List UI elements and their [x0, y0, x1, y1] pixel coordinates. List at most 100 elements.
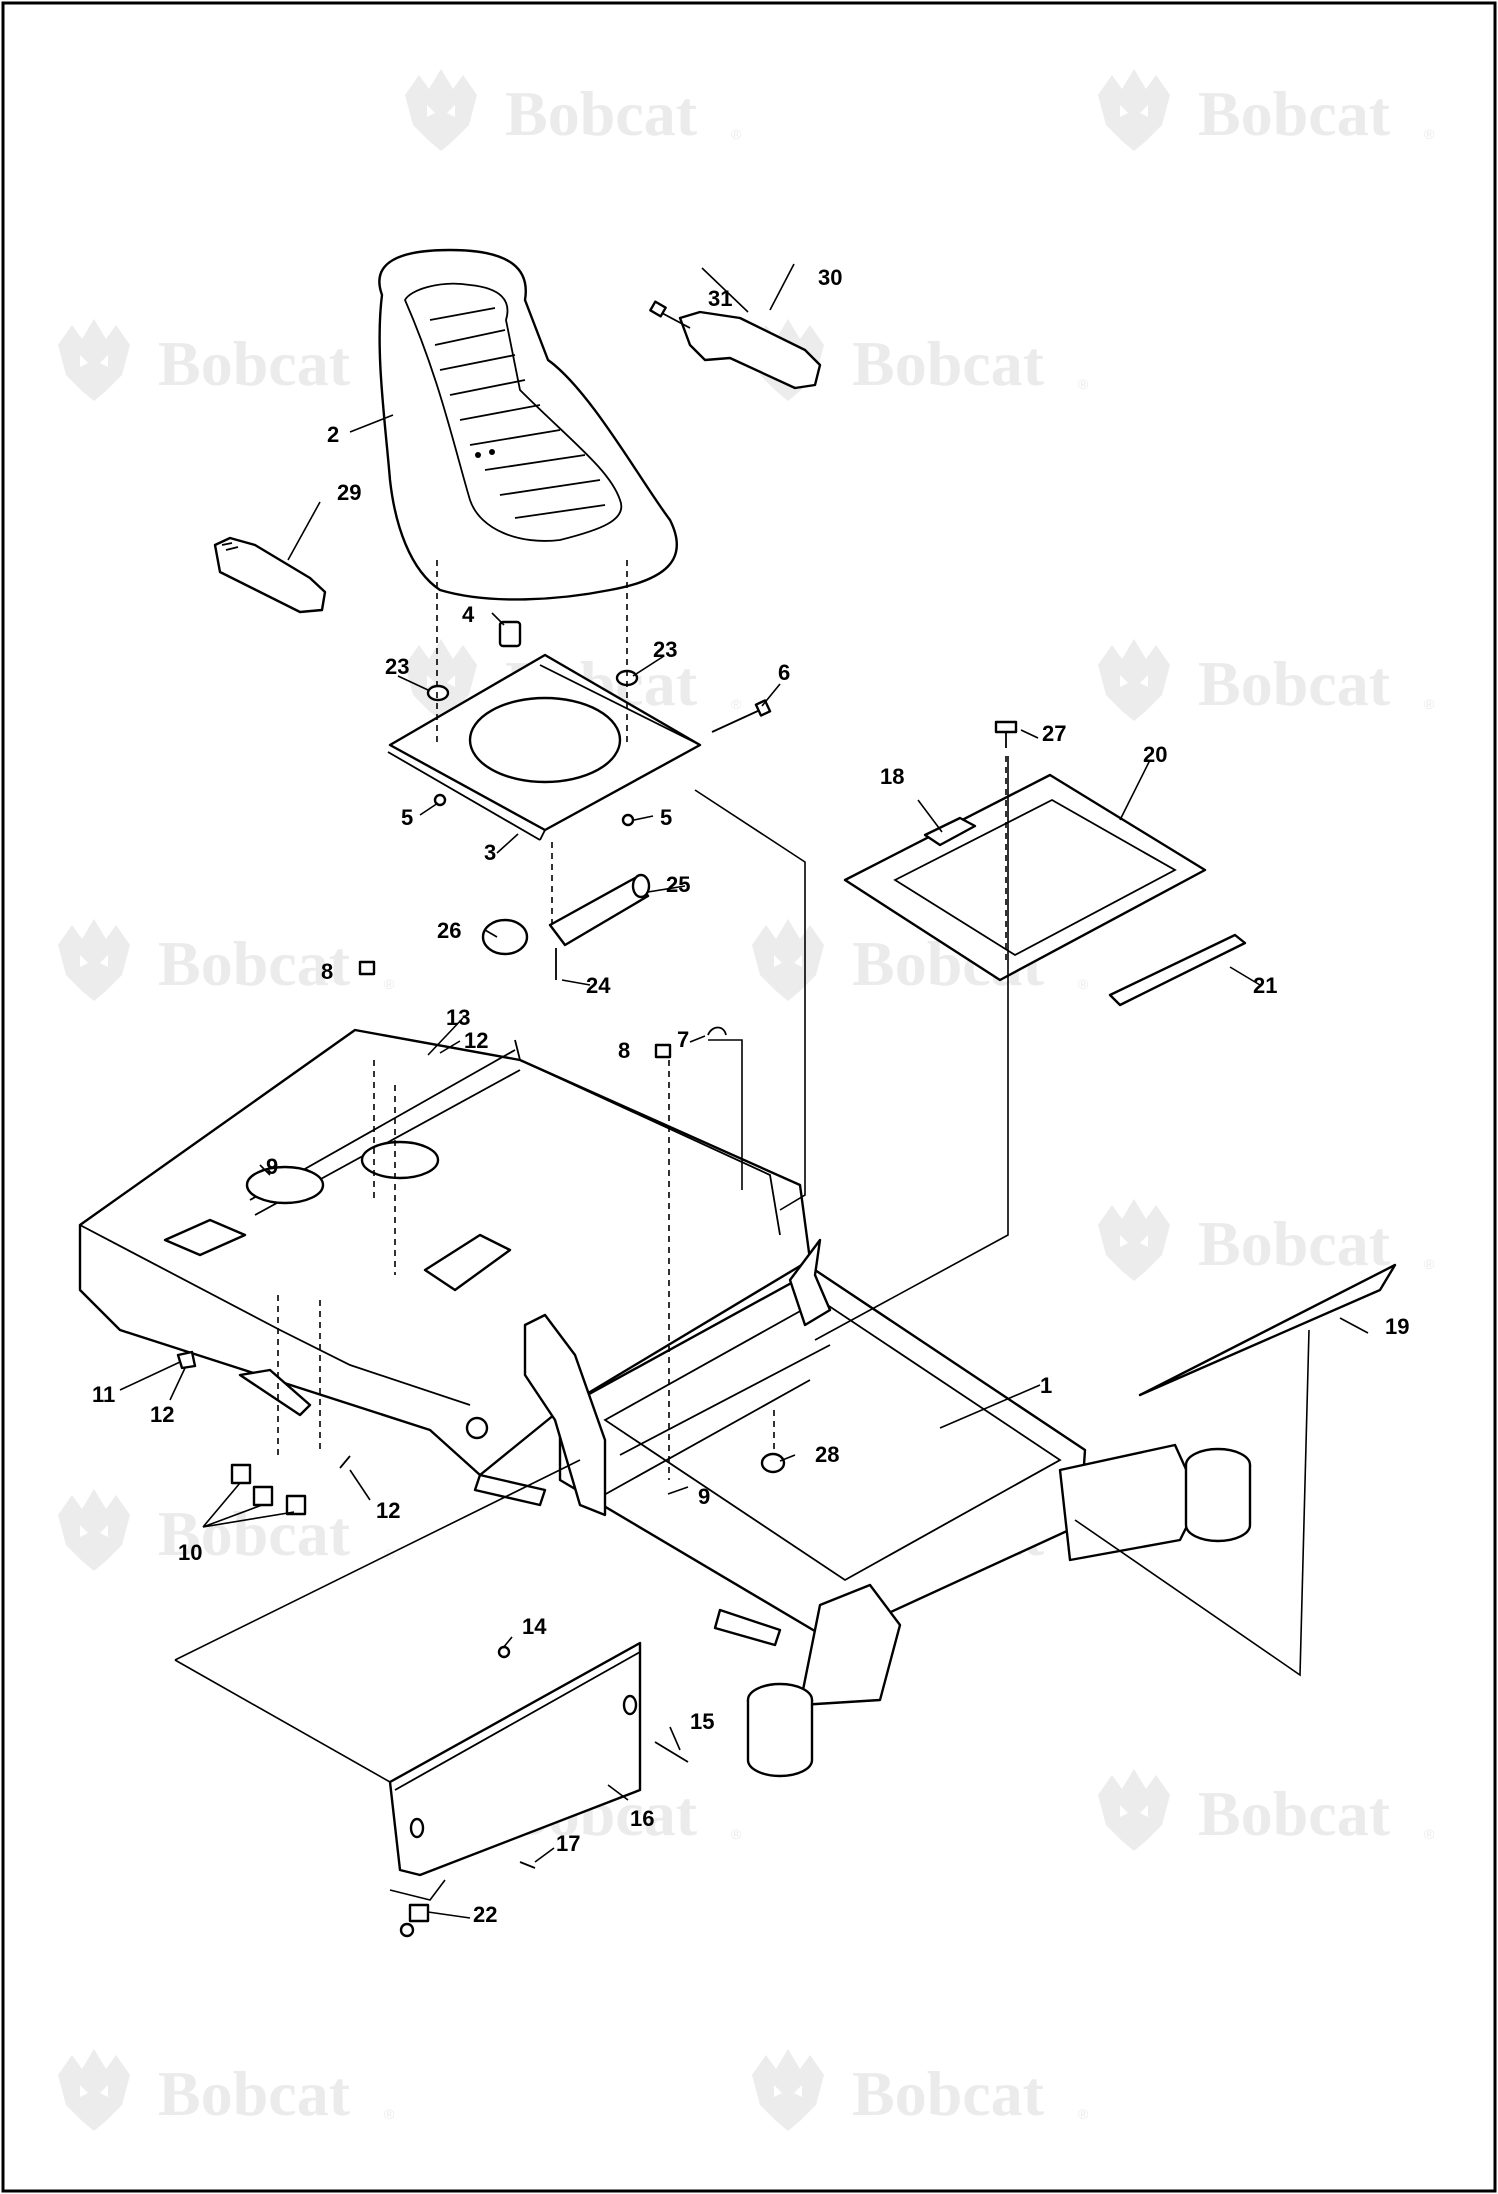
callout-labels: 1 2 3 4 5 5 6 7 8 8 9 9 10 11 12 12 12 1…: [92, 265, 1409, 1927]
watermark-text: Bobcat: [158, 2058, 351, 2129]
callout-6: 6: [778, 660, 790, 685]
pin-6-part: [711, 699, 772, 733]
watermark-text: Bobcat: [1198, 1778, 1391, 1849]
mat-19-part: [1138, 1263, 1397, 1397]
bolt-27-part: [994, 720, 1018, 748]
callout-1: 1: [1040, 1373, 1052, 1398]
armrest-left-part: [213, 536, 327, 614]
spacer-left-part: [426, 684, 450, 702]
callout-25: 25: [666, 872, 690, 897]
bobcat-logo-icon: [58, 2049, 130, 2131]
watermark: Bobcat ®: [58, 319, 395, 401]
dashed-lines: [277, 560, 1007, 1480]
watermark-text: Bobcat: [158, 1498, 351, 1569]
bobcat-logo-icon: [1098, 69, 1170, 151]
seat-part: [378, 248, 678, 601]
callout-29: 29: [337, 480, 361, 505]
switch-22-part: [399, 1903, 430, 1938]
bobcat-logo-icon: [405, 69, 477, 151]
pivot-tube-part: [548, 873, 651, 947]
bobcat-logo-icon: [752, 2049, 824, 2131]
bolt-12-part: [339, 1455, 351, 1469]
bobcat-logo-icon: [58, 1489, 130, 1571]
watermark-text: Bobcat: [158, 328, 351, 399]
watermark: Bobcat ®: [58, 919, 395, 1001]
watermark: Bobcat ®: [1098, 1769, 1435, 1851]
callout-20: 20: [1143, 742, 1167, 767]
bobcat-logo-icon: [58, 919, 130, 1001]
callout-26: 26: [437, 918, 461, 943]
callout-24: 24: [586, 973, 611, 998]
callout-16: 16: [630, 1806, 654, 1831]
watermark: Bobcat ®: [752, 319, 1089, 401]
bobcat-logo-icon: [58, 319, 130, 401]
cap-part: [481, 918, 529, 956]
connector-part: [230, 1463, 307, 1516]
callout-31: 31: [708, 286, 732, 311]
watermark-text: Bobcat: [158, 928, 351, 999]
clip-part: [707, 1026, 727, 1036]
callout-14: 14: [522, 1614, 547, 1639]
watermark-text: Bobcat: [1198, 78, 1391, 149]
callout-8a: 8: [321, 959, 333, 984]
callout-23b: 23: [653, 637, 677, 662]
watermark: Bobcat ®: [752, 2049, 1089, 2131]
watermark-reg: ®: [1424, 1826, 1435, 1842]
watermark-text: Bobcat: [1198, 1208, 1391, 1279]
floor-mat-part: [843, 773, 1207, 982]
bobcat-logo-icon: [752, 919, 824, 1001]
watermark-text: Bobcat: [505, 78, 698, 149]
nut-14-part: [497, 1645, 511, 1659]
callout-3: 3: [484, 840, 496, 865]
nut-right-part: [621, 813, 635, 827]
watermark-reg: ®: [1424, 696, 1435, 712]
watermark-reg: ®: [731, 1826, 742, 1842]
watermark-reg: ®: [1424, 126, 1435, 142]
strip-part: [1108, 933, 1247, 1007]
callout-13: 13: [446, 1005, 470, 1030]
callout-2: 2: [327, 422, 339, 447]
callout-28: 28: [815, 1442, 839, 1467]
knob-part: [498, 620, 522, 648]
callout-30: 30: [818, 265, 842, 290]
watermark-reg: ®: [1424, 1256, 1435, 1272]
callout-18: 18: [880, 764, 904, 789]
watermark-reg: ®: [1078, 2106, 1089, 2122]
callout-15: 15: [690, 1709, 714, 1734]
callout-22: 22: [473, 1902, 497, 1927]
callout-12b: 12: [150, 1402, 174, 1427]
watermark-text: Bobcat: [852, 328, 1045, 399]
callout-17: 17: [556, 1831, 580, 1856]
frame-part: [78, 1028, 1252, 1778]
watermark: Bobcat ®: [405, 69, 742, 151]
bolt-8a-part: [358, 960, 376, 976]
callout-23a: 23: [385, 654, 409, 679]
bolt-31-part: [649, 300, 691, 329]
callout-12c: 12: [376, 1498, 400, 1523]
bolt-15-part: [654, 1741, 689, 1763]
callout-5b: 5: [660, 805, 672, 830]
watermark-reg: ®: [731, 126, 742, 142]
callout-4: 4: [462, 602, 475, 627]
callout-21: 21: [1253, 973, 1277, 998]
bobcat-logo-icon: [1098, 1769, 1170, 1851]
callout-7: 7: [677, 1027, 689, 1052]
callout-12a: 12: [464, 1028, 488, 1053]
watermark-reg: ®: [1078, 376, 1089, 392]
watermark: Bobcat ®: [1098, 69, 1435, 151]
bobcat-logo-icon: [1098, 639, 1170, 721]
armrest-right-part: [678, 310, 822, 390]
bolt-17-part: [519, 1861, 536, 1869]
watermark-reg: ®: [731, 696, 742, 712]
callout-11: 11: [92, 1382, 115, 1407]
watermark-text: Bobcat: [1198, 648, 1391, 719]
callout-19: 19: [1385, 1314, 1409, 1339]
watermark: Bobcat ®: [58, 1489, 395, 1571]
watermark: Bobcat ®: [1098, 639, 1435, 721]
watermark-reg: ®: [384, 2106, 395, 2122]
watermark: Bobcat ®: [1098, 1199, 1435, 1281]
leader-lines: [119, 263, 1369, 1919]
bobcat-logo-icon: [1098, 1199, 1170, 1281]
callout-5a: 5: [401, 805, 413, 830]
